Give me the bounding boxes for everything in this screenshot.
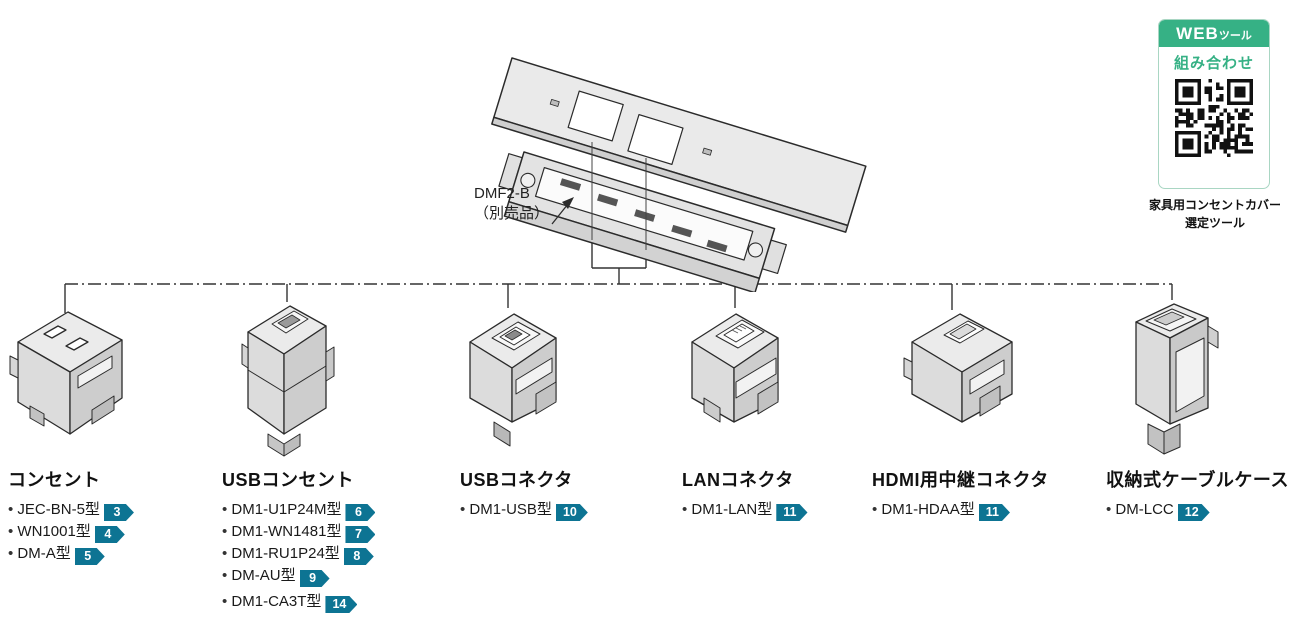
product-drawing-usb-outlet xyxy=(241,305,335,457)
page-badge[interactable]: 9 xyxy=(300,570,330,587)
web-tool-caption-line1: 家具用コンセントカバー xyxy=(1148,198,1281,212)
frame-callout: DMF2-B （別売品） xyxy=(474,184,549,224)
frame-callout-note: （別売品） xyxy=(474,205,550,222)
product-title: コンセント xyxy=(8,470,101,490)
page-badge[interactable]: 4 xyxy=(95,526,125,543)
exploded-view-drawing xyxy=(491,57,867,292)
model-label: DM1-USB型 xyxy=(469,501,552,518)
frame-bracket xyxy=(591,243,647,284)
page-badge[interactable]: 5 xyxy=(75,548,105,565)
page-badge[interactable]: 7 xyxy=(345,526,375,543)
qr-code xyxy=(1175,79,1253,157)
cover-plate-drawing xyxy=(491,57,867,233)
product-title: 収納式ケーブルケース xyxy=(1106,470,1290,490)
web-tool-caption: 家具用コンセントカバー 選定ツール xyxy=(1146,196,1284,232)
model-label: JEC-BN-5型 xyxy=(17,501,100,518)
product-title: LANコネクタ xyxy=(682,470,794,490)
model-item: DM-A型5 xyxy=(8,543,223,565)
product-drawing-usb-connector xyxy=(469,313,557,447)
page-badge[interactable]: 12 xyxy=(1178,504,1210,521)
model-item: JEC-BN-5型3 xyxy=(8,499,223,521)
web-tool-caption-line2: 選定ツール xyxy=(1184,216,1245,230)
product-title: HDMI用中継コネクタ xyxy=(872,470,1049,490)
model-list: JEC-BN-5型3WN1001型4DM-A型5 xyxy=(8,499,223,565)
web-tool-header-tool: ツール xyxy=(1218,30,1252,42)
model-label: DM1-LAN型 xyxy=(691,501,773,518)
page-badge[interactable]: 11 xyxy=(979,504,1010,521)
model-label: DM1-CA3T型 xyxy=(231,593,322,610)
product-title: USBコネクタ xyxy=(460,470,573,490)
model-label: DM1-RU1P24型 xyxy=(231,545,340,562)
product-column-usb-outlet: USBコンセント DM1-U1P24M型6DM1-WN1481型7DM1-RU1… xyxy=(222,466,437,613)
page-badge[interactable]: 8 xyxy=(344,548,374,565)
product-column-outlet: コンセント JEC-BN-5型3WN1001型4DM-A型5 xyxy=(8,466,223,565)
web-tool-header-web: WEB xyxy=(1176,24,1219,43)
product-drawing-outlet xyxy=(9,311,123,435)
page-badge[interactable]: 11 xyxy=(776,504,807,521)
page-badge[interactable]: 14 xyxy=(325,596,357,613)
page-badge[interactable]: 6 xyxy=(345,504,375,521)
web-tool-subtitle: 組み合わせ xyxy=(1173,55,1254,72)
page-badge[interactable]: 10 xyxy=(556,504,588,521)
model-label: DM1-HDAA型 xyxy=(881,501,975,518)
product-drawing-lan-connector xyxy=(691,313,779,423)
model-label: DM1-WN1481型 xyxy=(231,523,342,540)
web-tool-header: WEBツール xyxy=(1159,20,1269,47)
model-label: WN1001型 xyxy=(17,523,91,540)
mount-frame-drawing xyxy=(498,151,787,292)
product-title: USBコンセント xyxy=(222,470,355,490)
frame-callout-model: DMF2-B xyxy=(474,185,530,202)
model-label: DM-LCC xyxy=(1115,501,1174,518)
web-tool-card[interactable]: WEBツール 組み合わせ xyxy=(1158,19,1270,189)
callout-arrow xyxy=(551,197,574,225)
model-label: DM-A型 xyxy=(17,545,71,562)
model-label: DM-AU型 xyxy=(231,567,296,584)
model-list: DM1-U1P24M型6DM1-WN1481型7DM1-RU1P24型8DM-A… xyxy=(222,499,437,613)
model-label: DM1-U1P24M型 xyxy=(231,501,342,518)
exploded-guide-lines xyxy=(591,142,647,250)
product-drawing-hdmi-connector xyxy=(903,313,1013,423)
page-badge[interactable]: 3 xyxy=(104,504,134,521)
product-drawing-cable-case xyxy=(1135,303,1219,455)
